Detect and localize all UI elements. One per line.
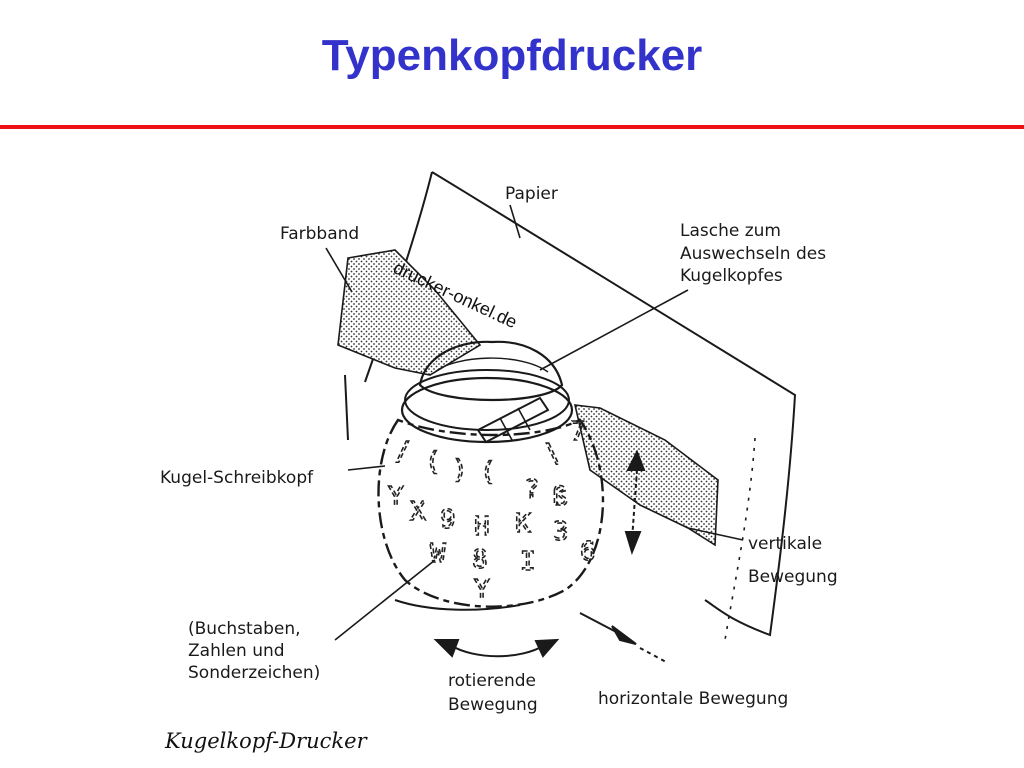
svg-text:7: 7 (570, 417, 586, 447)
svg-text:I: I (520, 547, 536, 577)
svg-text:\: \ (545, 439, 561, 469)
svg-text:K: K (515, 509, 531, 539)
vertical-arrow (624, 449, 646, 556)
svg-text:vertikale: vertikale (748, 534, 822, 554)
svg-text:3: 3 (553, 517, 569, 547)
label-vertikale-bewegung: vertikale Bewegung (748, 534, 838, 587)
svg-text:Y: Y (388, 482, 404, 512)
svg-text:(: ( (480, 457, 496, 487)
svg-text:9: 9 (440, 505, 456, 535)
slide-title: Typenkopfdrucker (321, 31, 703, 80)
svg-text:6: 6 (580, 537, 596, 567)
label-buchstaben: (Buchstaben, Zahlen und Sonderzeichen) (188, 619, 320, 683)
label-farbband: Farbband (280, 224, 359, 244)
svg-text:W: W (430, 539, 446, 569)
svg-text:Sonderzeichen): Sonderzeichen) (188, 663, 320, 683)
figure-caption: Kugelkopf-Drucker (164, 729, 369, 753)
svg-text:8: 8 (472, 545, 488, 575)
svg-text:(Buchstaben,: (Buchstaben, (188, 619, 301, 639)
svg-text:/: / (395, 437, 411, 467)
svg-text:Kugelkopfes: Kugelkopfes (680, 266, 783, 286)
svg-text:): ) (452, 455, 468, 485)
typeball (377, 340, 605, 611)
svg-text:ß: ß (552, 482, 568, 512)
svg-text:(: ( (425, 447, 441, 477)
svg-text:H: H (474, 512, 490, 542)
label-kugel-schreibkopf: Kugel-Schreibkopf (160, 468, 314, 488)
paper-sheet (344, 171, 797, 641)
horizontal-arrow (579, 612, 669, 664)
label-horizontale-bewegung: horizontale Bewegung (598, 689, 788, 709)
rotation-arrow (433, 638, 560, 658)
label-lasche: Lasche zum Auswechseln des Kugelkopfes (680, 221, 826, 286)
label-papier: Papier (505, 184, 558, 204)
svg-text:Bewegung: Bewegung (748, 567, 838, 587)
svg-text:X: X (410, 497, 426, 527)
svg-text:Lasche zum: Lasche zum (680, 221, 781, 241)
title-divider (0, 125, 1024, 129)
svg-text:?: ? (524, 475, 540, 505)
svg-text:rotierende: rotierende (448, 671, 536, 691)
leader-lines (325, 204, 744, 641)
svg-text:Y: Y (474, 575, 490, 605)
svg-text:Zahlen und: Zahlen und (188, 641, 285, 661)
ink-ribbon (337, 249, 719, 547)
svg-text:Auswechseln des: Auswechseln des (680, 244, 826, 264)
typeball-characters: / ( ) ( \ Y X ? ß 7 9 H K 3 W 8 I Y 6 (387, 416, 596, 606)
label-rotierende-bewegung: rotierende Bewegung (448, 671, 538, 715)
svg-text:Bewegung: Bewegung (448, 695, 538, 715)
